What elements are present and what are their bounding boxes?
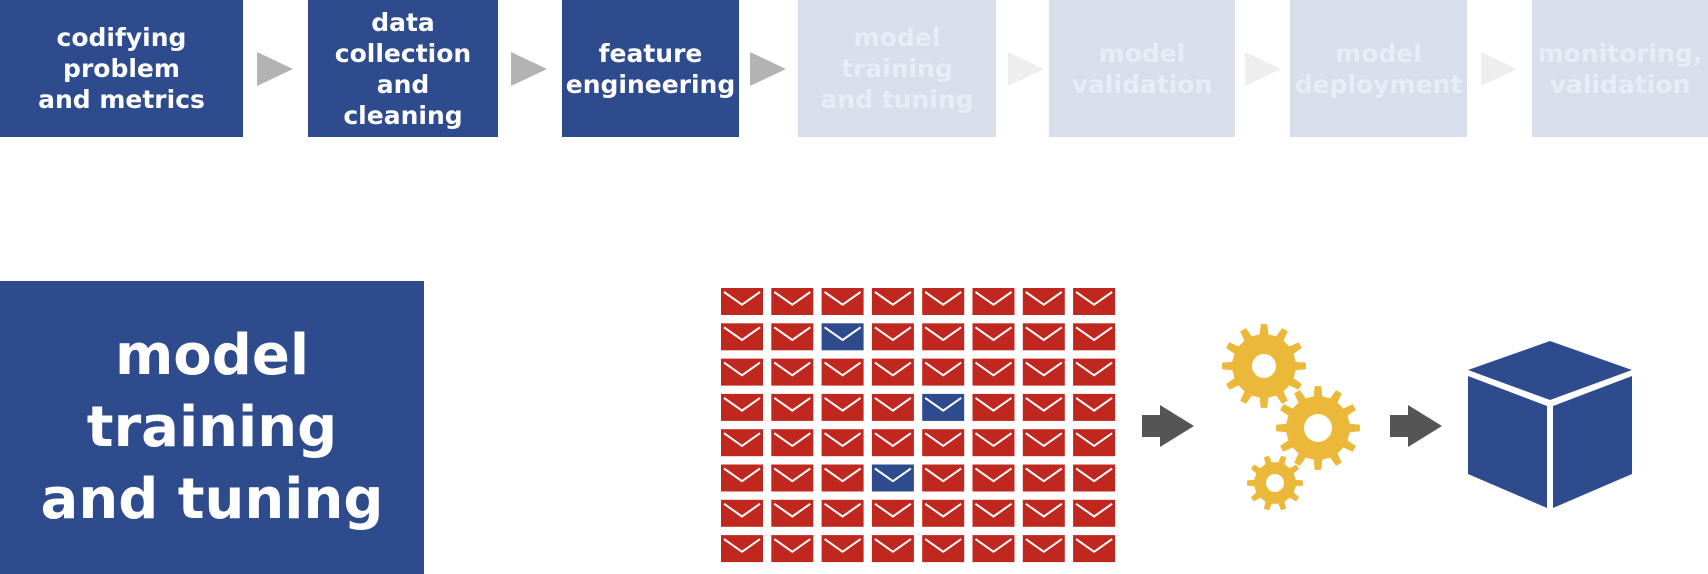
step-arrow-icon [750,52,786,86]
envelope-icon [721,535,763,563]
envelope-icon [922,535,965,563]
envelope-icon [821,499,864,527]
envelope-icon [721,499,763,527]
envelope-icon [1073,429,1116,457]
pipeline-step-model-validation: model validation [1049,0,1235,137]
envelope-icon [771,288,814,315]
cube-icon [1465,341,1635,510]
envelope-icon [871,358,914,386]
step-arrow-icon [511,52,547,86]
envelope-icon [721,288,763,315]
envelope-icon [771,535,814,563]
arrow-right-icon [1142,405,1194,447]
envelope-icon [922,464,965,492]
envelope-icon [771,323,814,351]
envelope-icon [922,288,965,315]
envelope-icon [1073,464,1116,492]
envelope-icon [972,429,1015,457]
envelope-icon [771,499,814,527]
envelope-icon [871,429,914,457]
envelope-icon [1022,393,1065,421]
envelope-icon [871,323,914,351]
envelope-icon [721,358,763,386]
envelope-icon [771,393,814,421]
envelope-icon [871,288,914,315]
envelope-icon [922,323,965,351]
envelope-icon [922,499,965,527]
pipeline-step-codifying: codifying problem and metrics [0,0,243,137]
envelope-icon [1073,499,1116,527]
envelope-icon [922,429,965,457]
envelope-icon [821,288,864,315]
step-arrow-icon [1245,52,1281,86]
pipeline-step-model-deployment: model deployment [1290,0,1467,137]
envelope-icon [972,393,1015,421]
arrow-right-icon [1390,405,1442,447]
envelope-icon [721,429,763,457]
envelope-icon [1073,535,1116,563]
envelope-icon [871,499,914,527]
envelope-icon [1073,323,1116,351]
envelope-icon [972,535,1015,563]
envelope-icon [821,535,864,563]
envelope-icon [972,358,1015,386]
envelope-icon [972,464,1015,492]
envelope-icon [721,323,763,351]
envelope-icon [1022,323,1065,351]
step-arrow-icon [1481,52,1517,86]
envelope-icon [1073,393,1116,421]
envelope-icon [922,358,965,386]
envelope-icon [721,464,763,492]
envelope-icon [1022,429,1065,457]
envelope-icon [771,464,814,492]
step-arrow-icon [1008,52,1044,86]
envelope-icon [821,323,864,351]
pipeline-step-model-training: model training and tuning [798,0,996,137]
pipeline-step-monitoring: monitoring, validation [1532,0,1708,137]
envelope-icon [821,358,864,386]
step-arrow-icon [257,52,293,86]
envelope-icon [972,323,1015,351]
envelope-icon [1022,499,1065,527]
envelope-icon [1073,288,1116,315]
current-stage-title: model training and tuning [0,281,424,574]
envelope-icon [972,288,1015,315]
envelope-icon [821,429,864,457]
envelope-icon [871,393,914,421]
envelope-icon [771,429,814,457]
envelope-icon [1022,288,1065,315]
envelope-icon [821,464,864,492]
envelope-icon [922,393,965,421]
envelope-icon [871,535,914,563]
envelope-icon [1022,464,1065,492]
envelope-icon [1073,358,1116,386]
envelope-grid [721,288,1116,563]
envelope-icon [721,393,763,421]
envelope-icon [771,358,814,386]
envelope-icon [972,499,1015,527]
gears-icon [1222,324,1360,511]
envelope-icon [871,464,914,492]
pipeline-step-feature-engineering: feature engineering [562,0,739,137]
envelope-icon [1022,535,1065,563]
envelope-icon [821,393,864,421]
pipeline-step-data-collection: data collection and cleaning [308,0,498,137]
envelope-icon [1022,358,1065,386]
